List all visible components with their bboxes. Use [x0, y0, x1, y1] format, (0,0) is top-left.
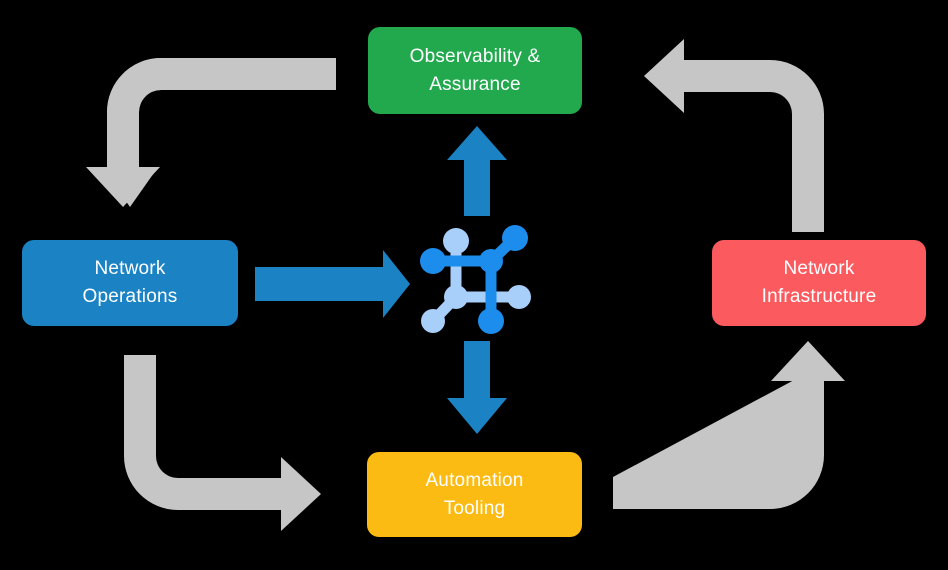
topology-node-dark-top-right	[502, 225, 528, 251]
node-box-network-infrastructure[interactable]: Network Infrastructure	[712, 240, 926, 326]
node-box-observability[interactable]: Observability & Assurance	[368, 27, 582, 114]
node-label-observability: Observability & Assurance	[409, 45, 541, 95]
network-topology-icon	[419, 219, 537, 337]
node-box-network-operations[interactable]: Network Operations	[22, 240, 238, 326]
arrow-center-to-observability	[447, 126, 507, 216]
topology-node-light-bottom-left	[421, 309, 445, 333]
arrow-up-right-shape	[613, 341, 845, 509]
arrow-observability-to-network-operations	[104, 58, 336, 207]
arrow-automation-tooling-to-network-infrastructure	[613, 455, 813, 499]
arrow-automation-tooling-to-network-infrastructure-body	[613, 379, 816, 509]
arrow-network-operations-to-automation-tooling	[124, 355, 321, 531]
network-topology-svg	[420, 225, 531, 334]
arrow-network-infrastructure-to-observability	[644, 39, 824, 232]
topology-node-dark-hub-upper-right	[479, 249, 503, 273]
topology-node-light-top	[443, 228, 469, 254]
topology-node-light-right	[507, 285, 531, 309]
arrow-network-operations-to-center	[255, 250, 410, 318]
topology-node-dark-left	[420, 248, 446, 274]
node-box-automation-tooling[interactable]: Automation Tooling	[367, 452, 582, 537]
node-label-network-infrastructure: Network Infrastructure	[761, 258, 877, 307]
node-label-network-operations: Network Operations	[82, 258, 178, 307]
arrow-observability-to-network-operations-body	[86, 58, 336, 207]
topology-node-dark-bottom	[478, 308, 504, 334]
arrow-center-to-automation-tooling	[447, 341, 507, 434]
node-label-automation-tooling: Automation Tooling	[425, 469, 524, 519]
topology-node-light-hub-lower-left	[444, 285, 468, 309]
